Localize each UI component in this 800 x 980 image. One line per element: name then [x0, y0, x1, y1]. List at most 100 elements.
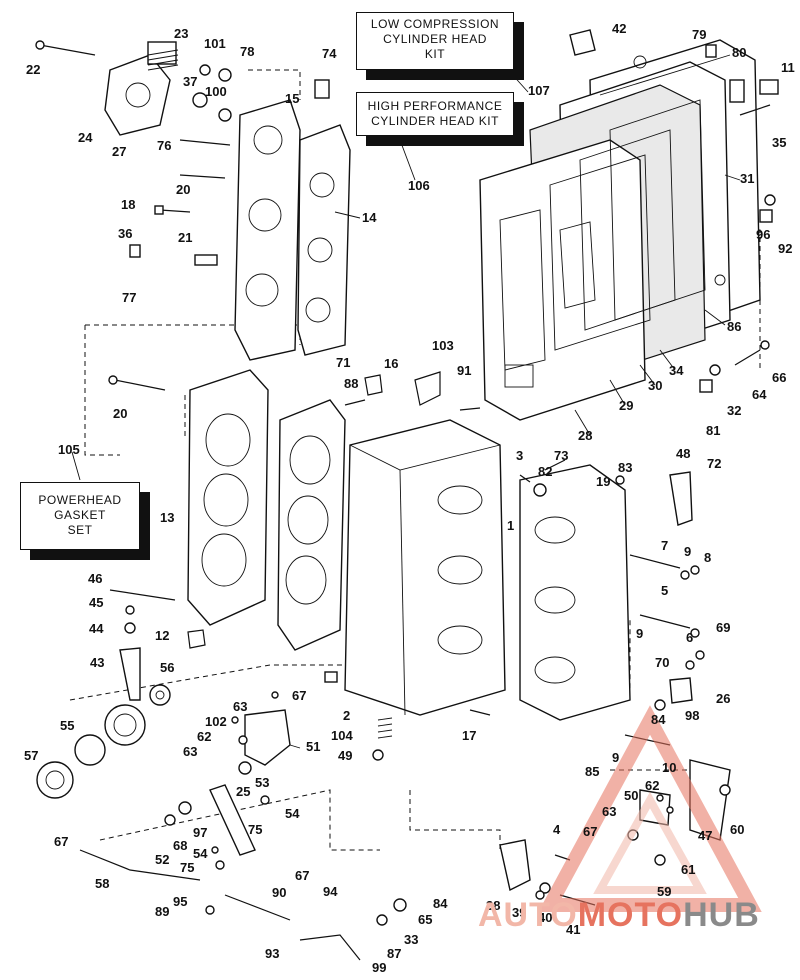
- callout-9a: 9: [684, 544, 691, 559]
- callout-9b: 9: [636, 626, 643, 641]
- callout-36: 36: [118, 226, 132, 241]
- callout-43: 43: [90, 655, 104, 670]
- callout-33: 33: [404, 932, 418, 947]
- callout-74: 74: [322, 46, 337, 61]
- callout-52: 52: [155, 852, 169, 867]
- powerhead-gasket-line-1: POWERHEAD: [38, 493, 122, 507]
- callout-63c: 63: [602, 804, 616, 819]
- callout-55: 55: [60, 718, 74, 733]
- callout-26: 26: [716, 691, 730, 706]
- callout-15: 15: [285, 91, 299, 106]
- callout-98: 98: [685, 708, 699, 723]
- callout-57: 57: [24, 748, 38, 763]
- callout-103: 103: [432, 338, 454, 353]
- cylinder-head-stack: [479, 39, 761, 421]
- callout-47: 47: [698, 828, 712, 843]
- callout-40: 40: [538, 910, 552, 925]
- high-performance-line-1: HIGH PERFORMANCE: [367, 99, 503, 113]
- callout-27: 27: [112, 144, 126, 159]
- callout-13: 13: [160, 510, 174, 525]
- callout-22: 22: [26, 62, 40, 77]
- callout-21: 21: [178, 230, 192, 245]
- callout-49: 49: [338, 748, 352, 763]
- callout-32: 32: [727, 403, 741, 418]
- callout-95: 95: [173, 894, 187, 909]
- high-performance-line-2: CYLINDER HEAD KIT: [371, 114, 499, 128]
- callout-54b: 54: [193, 846, 208, 861]
- callout-7: 7: [661, 538, 668, 553]
- low-compression-line-3: KIT: [424, 47, 446, 61]
- callout-39: 39: [512, 905, 526, 920]
- callout-2: 2: [343, 708, 350, 723]
- callout-14: 14: [362, 210, 377, 225]
- callout-45: 45: [89, 595, 103, 610]
- callout-97: 97: [193, 825, 207, 840]
- exhaust-cover-assembly: [104, 41, 351, 361]
- callout-79: 79: [692, 27, 706, 42]
- callout-71: 71: [336, 355, 350, 370]
- callout-77: 77: [122, 290, 136, 305]
- callout-67c: 67: [54, 834, 68, 849]
- callout-65: 65: [418, 912, 432, 927]
- callout-63b: 63: [183, 744, 197, 759]
- callout-92: 92: [778, 241, 792, 256]
- callout-81: 81: [706, 423, 720, 438]
- callout-78: 78: [240, 44, 254, 59]
- powerhead-gasket-line-3: SET: [67, 523, 93, 537]
- callout-64: 64: [752, 387, 767, 402]
- watermark-logo: AUTOMOTOHUB: [478, 896, 760, 935]
- callout-93: 93: [265, 946, 279, 961]
- leader-lines: [71, 71, 741, 749]
- small-parts: [35, 29, 779, 961]
- callout-90: 90: [272, 885, 286, 900]
- callout-96: 96: [756, 227, 770, 242]
- callout-numbers: 22 23 101 78 74 37 100 15 24 27 76 20 18…: [24, 21, 795, 975]
- callout-75b: 75: [180, 860, 194, 875]
- callout-82: 82: [538, 464, 552, 479]
- callout-63a: 63: [233, 699, 247, 714]
- callout-54a: 54: [285, 806, 300, 821]
- callout-58: 58: [95, 876, 109, 891]
- callout-18: 18: [121, 197, 135, 212]
- callout-19: 19: [596, 474, 610, 489]
- low-compression-kit-label: LOW COMPRESSION CYLINDER HEAD KIT: [356, 12, 514, 70]
- callout-101: 101: [204, 36, 226, 51]
- callout-61: 61: [681, 862, 695, 877]
- cylinder-block: [344, 419, 631, 721]
- callout-102: 102: [205, 714, 227, 729]
- callout-67d: 67: [295, 868, 309, 883]
- callout-84b: 84: [433, 896, 448, 911]
- callout-67a: 67: [292, 688, 306, 703]
- callout-46: 46: [88, 571, 102, 586]
- callout-76: 76: [157, 138, 171, 153]
- callout-91: 91: [457, 363, 471, 378]
- callout-20b: 20: [113, 406, 127, 421]
- callout-9c: 9: [612, 750, 619, 765]
- callout-107: 107: [528, 83, 550, 98]
- watermark-triangle: [538, 705, 762, 912]
- watermark-part-1: AUTO: [478, 896, 578, 934]
- callout-8: 8: [704, 550, 711, 565]
- callout-17: 17: [462, 728, 476, 743]
- callout-11: 11: [781, 60, 795, 75]
- callout-106: 106: [408, 178, 430, 193]
- callout-5: 5: [661, 583, 668, 598]
- callout-83: 83: [618, 460, 632, 475]
- high-performance-kit-label: HIGH PERFORMANCE CYLINDER HEAD KIT: [356, 92, 514, 136]
- callout-25: 25: [236, 784, 250, 799]
- callout-16: 16: [384, 356, 398, 371]
- callout-80: 80: [732, 45, 746, 60]
- callout-56: 56: [160, 660, 174, 675]
- callout-62b: 62: [645, 778, 659, 793]
- powerhead-gasket-line-2: GASKET: [54, 508, 106, 522]
- callout-87: 87: [387, 946, 401, 961]
- callout-69: 69: [716, 620, 730, 635]
- callout-89: 89: [155, 904, 169, 919]
- callout-6: 6: [686, 630, 693, 645]
- callout-24: 24: [78, 130, 93, 145]
- callout-88: 88: [344, 376, 358, 391]
- callout-62a: 62: [197, 729, 211, 744]
- callout-3: 3: [516, 448, 523, 463]
- low-compression-line-1: LOW COMPRESSION: [370, 17, 500, 31]
